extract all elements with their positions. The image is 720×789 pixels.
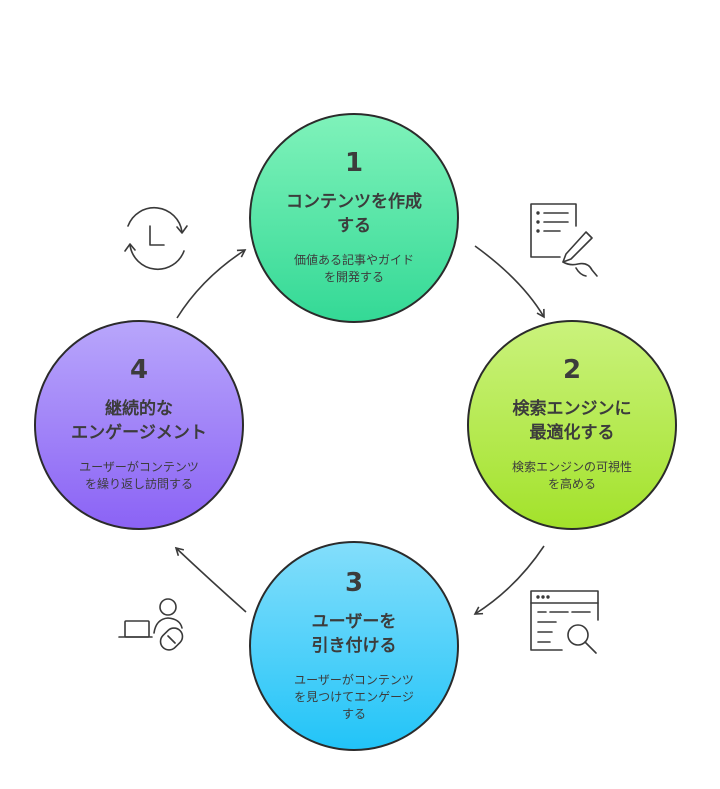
- step-2-number: 2: [562, 355, 582, 385]
- step-4-circle: 4 継続的な エンゲージメント ユーザーがコンテンツ を繰り返し訪問する: [34, 320, 244, 530]
- step-1-number: 1: [344, 148, 364, 178]
- step-3-circle: 3 ユーザーを 引き付ける ユーザーがコンテンツ を見つけてエンゲージ する: [249, 541, 459, 751]
- step-2-circle: 2 検索エンジンに 最適化する 検索エンジンの可視性 を高める: [467, 320, 677, 530]
- arrow-1-to-2: [474, 245, 545, 319]
- step-1-description: 価値ある記事やガイド を開発する: [293, 253, 414, 284]
- clock-cycle-icon: [124, 206, 188, 271]
- step-4-number: 4: [129, 355, 149, 385]
- step-2-description: 検索エンジンの可視性 を高める: [511, 460, 632, 491]
- step-3-description: ユーザーがコンテンツ を見つけてエンゲージ する: [294, 672, 414, 721]
- step-1-circle: 1 コンテンツを作成 する 価値ある記事やガイド を開発する: [249, 113, 459, 323]
- step-2-title: 検索エンジンに 最適化する: [512, 399, 632, 443]
- arrow-4-to-1: [176, 249, 247, 319]
- document-pen-icon: [530, 203, 598, 277]
- arrow-2-to-3: [473, 545, 545, 615]
- user-laptop-icon: [118, 598, 184, 651]
- step-1-title: コンテンツを作成 する: [286, 192, 422, 236]
- search-browser-icon: [530, 590, 599, 654]
- step-4-title: 継続的な エンゲージメント: [71, 399, 207, 443]
- step-3-number: 3: [344, 567, 364, 598]
- arrow-3-to-4: [174, 546, 247, 613]
- step-4-description: ユーザーがコンテンツ を繰り返し訪問する: [79, 460, 199, 491]
- step-3-title: ユーザーを 引き付ける: [311, 611, 397, 656]
